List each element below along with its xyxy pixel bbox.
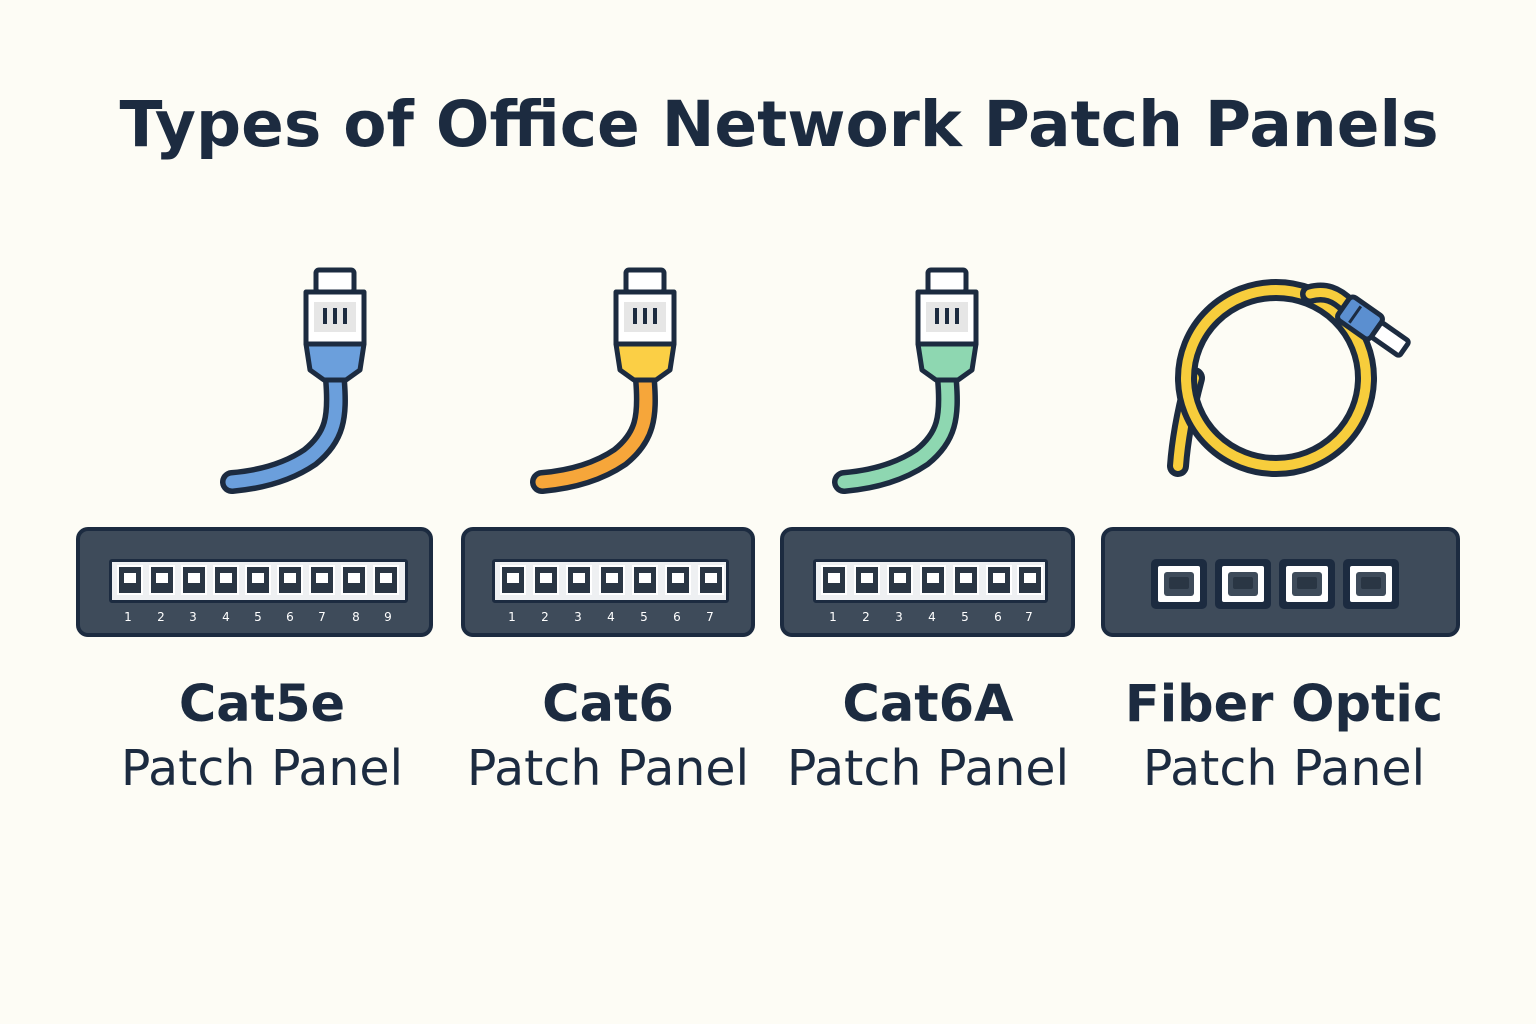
port-number: 1 xyxy=(508,610,516,624)
cat5e-port-2[interactable] xyxy=(149,565,175,595)
port-number: 9 xyxy=(384,610,392,624)
cat6a-port-5[interactable] xyxy=(953,565,979,595)
cat6a-port-2[interactable] xyxy=(854,565,880,595)
port-number: 6 xyxy=(286,610,294,624)
cat5e-port-3[interactable] xyxy=(181,565,207,595)
cat5e-port-1[interactable] xyxy=(117,565,143,595)
fiber-port-frame xyxy=(1222,566,1264,602)
cat6a-port-1[interactable] xyxy=(821,565,847,595)
cat5e-port-7[interactable] xyxy=(309,565,335,595)
cat6a-sublabel: Patch Panel xyxy=(786,740,1070,797)
port-number: 7 xyxy=(318,610,326,624)
cat5e-port-9[interactable] xyxy=(373,565,399,595)
cat5e-port-8[interactable] xyxy=(341,565,367,595)
cat6a-port-6[interactable] xyxy=(986,565,1012,595)
cat5e-sublabel: Patch Panel xyxy=(120,740,404,797)
port-number: 1 xyxy=(829,610,837,624)
fiber-optic-sublabel: Patch Panel xyxy=(1142,740,1426,797)
cat6a-label: Cat6A xyxy=(842,675,1014,734)
cat6-port-3[interactable] xyxy=(566,565,592,595)
port-number: 3 xyxy=(574,610,582,624)
port-number: 2 xyxy=(862,610,870,624)
port-number: 4 xyxy=(928,610,936,624)
port-number: 6 xyxy=(994,610,1002,624)
port-number: 5 xyxy=(254,610,262,624)
cat6a-ethernet-cable-icon xyxy=(832,267,979,494)
port-number: 1 xyxy=(124,610,132,624)
port-number: 6 xyxy=(673,610,681,624)
cat6a-port-3[interactable] xyxy=(887,565,913,595)
cat5e-ethernet-cable-icon xyxy=(220,267,367,494)
cat6a-port-strip xyxy=(813,559,1048,603)
fiber-port-socket xyxy=(1292,572,1322,596)
fiber-port-frame xyxy=(1350,566,1392,602)
fiber-port-socket xyxy=(1164,572,1194,596)
cat6-patch-panel: 1 2 3 4 5 6 7 xyxy=(461,527,755,637)
cat6-label: Cat6 xyxy=(542,675,674,734)
port-number: 2 xyxy=(157,610,165,624)
cat6-port-strip xyxy=(492,559,729,603)
cat6-port-2[interactable] xyxy=(533,565,559,595)
cat6a-port-7[interactable] xyxy=(1017,565,1043,595)
port-number: 3 xyxy=(895,610,903,624)
cat6-sublabel: Patch Panel xyxy=(466,740,750,797)
fiber-port-frame xyxy=(1286,566,1328,602)
fiber-optic-cable-coil-icon xyxy=(1167,279,1411,477)
page-title: Types of Office Network Patch Panels xyxy=(119,88,1439,161)
port-number: 8 xyxy=(352,610,360,624)
cat5e-port-5[interactable] xyxy=(245,565,271,595)
cat6-port-1[interactable] xyxy=(500,565,526,595)
cat5e-port-4[interactable] xyxy=(213,565,239,595)
fiber-port-socket xyxy=(1228,572,1258,596)
fiber-port-3[interactable] xyxy=(1279,559,1335,609)
fiber-optic-label: Fiber Optic xyxy=(1124,675,1444,734)
fiber-port-4[interactable] xyxy=(1343,559,1399,609)
port-number: 5 xyxy=(640,610,648,624)
port-number: 4 xyxy=(607,610,615,624)
cat5e-port-strip xyxy=(109,559,408,603)
fiber-optic-patch-panel xyxy=(1101,527,1460,637)
fiber-port-socket xyxy=(1356,572,1386,596)
cat6-port-7[interactable] xyxy=(698,565,724,595)
cat6-port-5[interactable] xyxy=(632,565,658,595)
cat5e-port-6[interactable] xyxy=(277,565,303,595)
cat5e-patch-panel: 1 2 3 4 5 6 7 8 9 xyxy=(76,527,433,637)
port-number: 7 xyxy=(1025,610,1033,624)
cat6a-port-4[interactable] xyxy=(920,565,946,595)
port-number: 5 xyxy=(961,610,969,624)
cat5e-label: Cat5e xyxy=(178,675,346,734)
cat6-port-6[interactable] xyxy=(665,565,691,595)
port-number: 2 xyxy=(541,610,549,624)
fiber-port-1[interactable] xyxy=(1151,559,1207,609)
fiber-port-frame xyxy=(1158,566,1200,602)
port-number: 4 xyxy=(222,610,230,624)
cat6-port-4[interactable] xyxy=(599,565,625,595)
cat6a-patch-panel: 1 2 3 4 5 6 7 xyxy=(780,527,1075,637)
port-number: 3 xyxy=(189,610,197,624)
port-number: 7 xyxy=(706,610,714,624)
cat6-ethernet-cable-icon xyxy=(530,267,677,494)
fiber-port-2[interactable] xyxy=(1215,559,1271,609)
